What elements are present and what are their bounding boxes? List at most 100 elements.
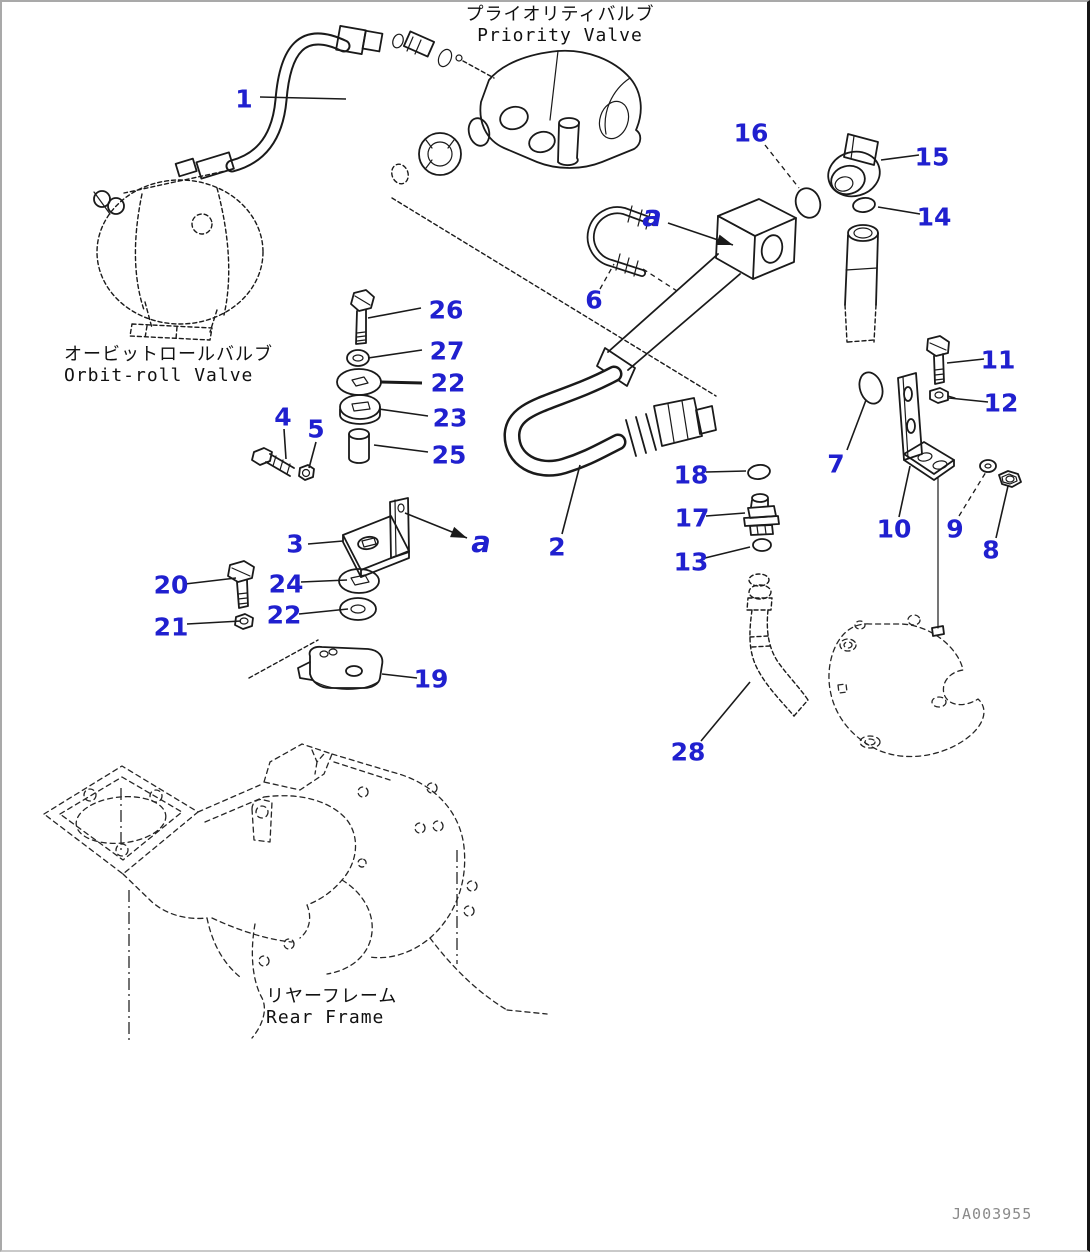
leader-line-20 [184, 577, 237, 585]
callout-26: 26 [429, 296, 464, 325]
o-ring-14 [852, 197, 876, 213]
nut-8 [998, 470, 1022, 488]
label-priority-valve-jp: プライオリティバルブ [465, 4, 655, 25]
leader-line-24 [300, 579, 348, 583]
callout-28: 28 [671, 738, 706, 767]
leader-line-28 [700, 681, 751, 742]
leader-line-14 [877, 206, 921, 215]
o-ring-13 [752, 538, 772, 552]
hose-end-below-14 [844, 224, 879, 343]
callout-14: 14 [917, 203, 952, 232]
callout-5: 5 [307, 415, 324, 444]
label-rear-frame: リヤーフレーム Rear Frame [266, 986, 397, 1028]
callout-4: 4 [274, 403, 291, 432]
view-arrow-head-a1 [450, 526, 467, 538]
leader-line-17 [705, 512, 746, 517]
callout-17: 17 [675, 504, 710, 533]
connector-block [715, 198, 797, 280]
leader-line-4 [283, 428, 287, 460]
hose-1 [174, 25, 463, 180]
clamp-6 [586, 205, 658, 277]
tube-to-hose-2 [596, 253, 741, 387]
bolt-11 [926, 335, 950, 385]
rear-frame [43, 743, 548, 1042]
label-rear-frame-jp: リヤーフレーム [266, 986, 398, 1007]
drawing-number: JA003955 [952, 1205, 1033, 1223]
bolt-4 [251, 447, 295, 477]
label-rear-frame-en: Rear Frame [266, 1007, 385, 1028]
hose-2 [503, 365, 717, 477]
leader-line-5 [308, 441, 317, 469]
leader-line-7 [846, 399, 867, 451]
leader-line-10 [898, 465, 911, 518]
callout-2: 2 [548, 533, 565, 562]
leader-line-27 [367, 349, 423, 359]
callout-20: 20 [154, 571, 189, 600]
o-ring-16 [794, 187, 822, 219]
callout-13: 13 [674, 548, 709, 577]
nut-5 [298, 464, 315, 481]
leader-line-19 [381, 673, 418, 679]
label-orbit-roll-valve-en: Orbit-roll Valve [64, 365, 254, 386]
mounting-plate [828, 614, 985, 758]
o-ring-7 [858, 371, 884, 405]
callout-11: 11 [981, 346, 1016, 375]
washer-22-upper [336, 368, 382, 396]
washer-9 [979, 459, 997, 473]
plate-19 [297, 645, 384, 690]
washer-27 [346, 349, 370, 367]
callout-10: 10 [877, 515, 912, 544]
leader-line-23 [378, 408, 429, 417]
washer-23 [339, 394, 381, 425]
leader-line-8 [995, 485, 1009, 539]
bracket-3 [342, 497, 410, 578]
label-priority-valve: プライオリティバルブ Priority Valve [457, 4, 663, 46]
leader-line-21 [186, 620, 242, 625]
callout-9: 9 [946, 515, 963, 544]
orbit-roll-valve [93, 179, 264, 341]
callout-15: 15 [915, 143, 950, 172]
leader-line-2 [561, 464, 581, 535]
callout-24: 24 [269, 570, 304, 599]
leader-line-13 [704, 546, 751, 559]
leader-line-26 [367, 307, 422, 319]
leader-line-12 [948, 397, 989, 403]
callout-6: 6 [585, 286, 602, 315]
callout-25: 25 [432, 441, 467, 470]
callout-12: 12 [984, 389, 1019, 418]
leader-line-11 [946, 358, 985, 364]
view-label-a1: a [471, 525, 491, 559]
label-orbit-roll-valve-jp: オービットロールバルブ [64, 344, 273, 365]
view-label-a0: a [642, 199, 662, 233]
leader-line-25 [373, 444, 429, 453]
callout-19: 19 [414, 665, 449, 694]
leader-line-6 [642, 268, 678, 292]
callout-23: 23 [433, 404, 468, 433]
callout-3: 3 [286, 530, 303, 559]
callout-22: 22 [431, 369, 466, 398]
leader-line-15 [880, 154, 920, 161]
leader-line-6 [599, 263, 615, 290]
callout-1: 1 [235, 85, 252, 114]
bolt-26 [350, 289, 375, 345]
leader-line-9 [958, 471, 987, 517]
hose-28 [746, 573, 809, 717]
leader-line-16 [764, 144, 800, 189]
callout-21: 21 [154, 613, 189, 642]
callout-8: 8 [982, 536, 999, 565]
leader-line-18 [705, 470, 747, 473]
callout-7: 7 [827, 450, 844, 479]
bolt-20 [227, 560, 255, 609]
leader-line-1 [259, 96, 347, 100]
leader-line-22 [379, 380, 423, 385]
view-arrow-head-a0 [716, 234, 733, 246]
construction-lines [123, 60, 717, 679]
callout-18: 18 [674, 461, 709, 490]
elbow-fitting-15 [827, 133, 881, 198]
label-orbit-roll-valve: オービットロールバルブ Orbit-roll Valve [64, 344, 273, 386]
leader-line-22 [298, 608, 349, 615]
callout-27: 27 [430, 337, 465, 366]
